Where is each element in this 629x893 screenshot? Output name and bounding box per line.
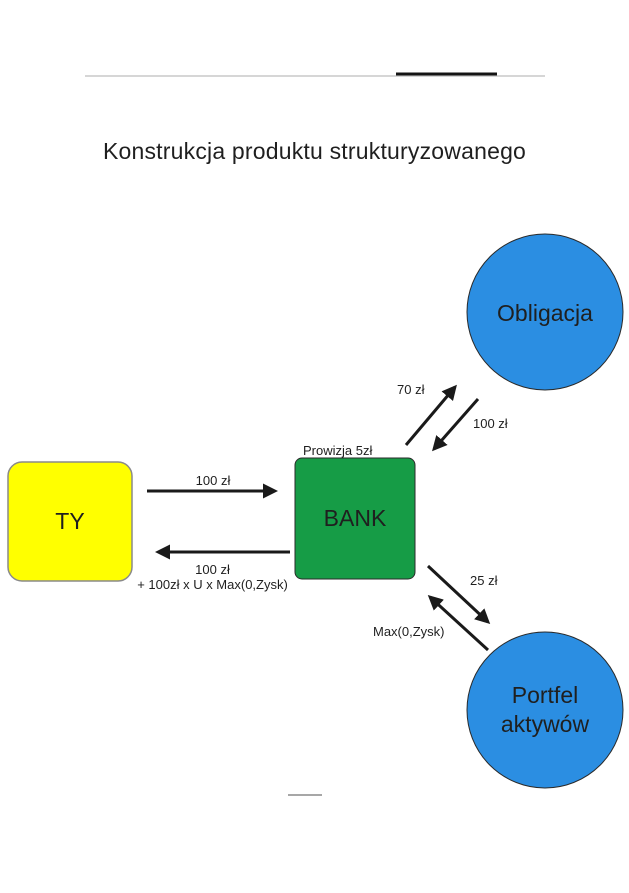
- flow-label-bank-to-obligacja: 70 zł: [397, 382, 425, 397]
- bank-label: BANK: [323, 505, 387, 531]
- arrow-bank-to-portfel: [426, 564, 491, 625]
- ty-label: TY: [55, 508, 85, 534]
- obligacja-label: Obligacja: [497, 299, 593, 326]
- arrow-obligacja-to-bank: [432, 398, 480, 452]
- page-title: Konstrukcja produktu strukturyzowanego: [102, 138, 527, 164]
- bank-fee-label: Prowizja 5zł: [303, 443, 373, 458]
- arrow-portfel-to-bank: [427, 594, 490, 652]
- flow-label-bank-to-ty-group: 100 zł + 100zł x U x Max(0,Zysk): [110, 562, 315, 592]
- flow-label-portfel-to-bank: Max(0,Zysk): [373, 624, 445, 639]
- portfel-circle: [466, 631, 624, 789]
- ty-box: [7, 461, 133, 582]
- portfel-label-line1: Portfel: [511, 682, 579, 709]
- bank-box: [294, 457, 416, 580]
- portfel-label: Portfel aktywów: [467, 632, 623, 788]
- flow-label-obligacja-to-bank: 100 zł: [473, 416, 508, 431]
- portfel-label-line2: aktywów: [500, 711, 590, 737]
- obligacja-circle: [466, 233, 624, 391]
- arrow-bank-to-obligacja: [404, 384, 457, 446]
- flow-label-bank-to-ty: 100 zł: [195, 562, 230, 577]
- flow-label-ty-to-bank: 100 zł: [195, 473, 231, 488]
- flow-label-bank-to-portfel: 25 zł: [470, 573, 498, 588]
- flow-label-bank-to-ty-extra: + 100zł x U x Max(0,Zysk): [137, 577, 288, 592]
